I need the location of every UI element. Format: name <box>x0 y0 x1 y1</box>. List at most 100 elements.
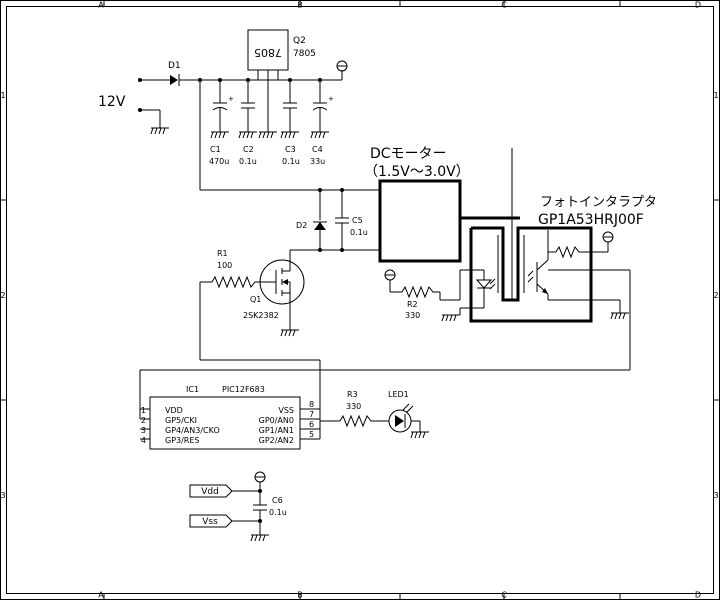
ic-pin4-num: 4 <box>141 436 146 445</box>
d1-ref: D1 <box>168 61 181 71</box>
c4-ref: C4 <box>312 145 323 154</box>
ground-symbol <box>410 431 429 439</box>
svg-text:+: + <box>228 95 234 103</box>
vcc-symbol <box>384 269 396 292</box>
ic-pin6-name: GP1/AN1 <box>259 426 294 435</box>
row-label-3-right: 3 <box>713 491 718 500</box>
motor-label-line2: （1.5V〜3.0V） <box>364 164 470 180</box>
capacitor-c6: C6 0.1u <box>250 496 287 542</box>
motor-label: DCモーター （1.5V〜3.0V） <box>364 146 470 180</box>
c1-value: 470u <box>209 157 229 166</box>
ic-pin2-name: GP5/CKI <box>165 416 197 425</box>
capacitor-c5: C5 0.1u <box>335 190 368 250</box>
ic-pin6-num: 6 <box>309 420 314 429</box>
photo-interrupter-body <box>469 226 593 323</box>
photo-interrupter-label: フォトインタラプタ GP1A53HRJ00F <box>538 195 657 228</box>
ground-symbol <box>258 131 277 139</box>
ground-symbol <box>238 131 257 139</box>
ic-pic12f683: IC1 PIC12F683 1 2 3 4 VDD GP5/CKI GP4/AN… <box>140 385 320 450</box>
col-label-b-bottom: B <box>297 591 303 600</box>
diode-d2: D2 <box>296 190 327 250</box>
r2-ref: R2 <box>407 300 418 309</box>
ic-pin7-num: 7 <box>309 410 314 419</box>
photo-label-line2: GP1A53HRJ00F <box>538 212 644 228</box>
power-ports: Vdd Vss <box>189 484 260 528</box>
ic-pin4-name: GP3/RES <box>165 436 200 445</box>
c6-value: 0.1u <box>269 508 287 517</box>
resistor-r2: R2 330 <box>384 269 450 320</box>
q2-ref: Q2 <box>293 36 306 46</box>
ground-symbol <box>310 131 329 139</box>
vcc-symbol <box>254 471 266 505</box>
row-label-3: 3 <box>0 491 5 500</box>
c3-value: 0.1u <box>282 157 300 166</box>
col-label-a-bottom: A <box>98 591 104 600</box>
q1-ref: Q1 <box>250 295 261 304</box>
col-label-d-bottom: D <box>695 591 701 600</box>
capacitor-c2: C2 0.1u <box>238 80 257 166</box>
q2-marking: 7805 <box>254 46 282 59</box>
r2-value: 330 <box>405 311 420 320</box>
col-label-d: D <box>695 1 701 10</box>
capacitor-c4: + C4 33u <box>310 80 334 166</box>
ic-pin5-num: 5 <box>309 430 314 439</box>
r3-ref: R3 <box>347 390 358 399</box>
capacitor-c1: + C1 470u <box>209 80 234 166</box>
c4-value: 33u <box>310 157 325 166</box>
ic-part: PIC12F683 <box>222 385 265 394</box>
ic-pin7-name: GP0/AN0 <box>259 416 294 425</box>
vcc-symbol <box>602 231 614 252</box>
c5-ref: C5 <box>352 216 363 225</box>
col-label-a: A <box>98 1 104 10</box>
regulator-q2: 7805 Q2 7805 <box>247 29 316 139</box>
resistor-r1: R1 100 <box>199 249 260 360</box>
ic-ref: IC1 <box>186 385 199 394</box>
ic-pin3-name: GP4/AN3/CKO <box>165 426 220 435</box>
row-label-1: 1 <box>0 91 5 100</box>
ic-pin2-num: 2 <box>141 416 146 425</box>
ground-symbol <box>150 127 169 135</box>
ic-right-pins: 8 7 6 5 VSS GP0/AN0 GP1/AN1 GP2/AN2 <box>259 400 320 445</box>
diode-d1: D1 <box>168 61 310 86</box>
ic-pin8-name: VSS <box>278 406 294 415</box>
mosfet-q1: Q1 2SK2382 <box>243 250 305 337</box>
c6-ref: C6 <box>272 496 283 505</box>
vcc-symbol <box>336 60 348 80</box>
ground-symbol <box>250 534 269 542</box>
col-label-c: C <box>501 1 507 10</box>
phototransistor <box>527 230 630 301</box>
supply-label: 12V <box>98 94 126 110</box>
motor-label-line1: DCモーター <box>370 146 447 162</box>
col-label-b: B <box>297 1 303 10</box>
c2-ref: C2 <box>243 145 254 154</box>
resistor-r3: R3 330 <box>320 390 385 428</box>
c3-ref: C3 <box>285 145 296 154</box>
ground-symbol <box>210 131 229 139</box>
ic-pin1-num: 1 <box>141 406 146 415</box>
row-label-2-right: 2 <box>713 291 718 300</box>
ic-left-pins: 1 2 3 4 VDD GP5/CKI GP4/AN3/CKO GP3/RES <box>140 406 220 445</box>
photo-label-line1: フォトインタラプタ <box>540 195 657 210</box>
row-label-1-right: 1 <box>713 91 718 100</box>
led1-ref: LED1 <box>388 390 409 399</box>
photo-led <box>441 269 496 322</box>
c1-ref: C1 <box>210 145 221 154</box>
c5-value: 0.1u <box>350 228 368 237</box>
q1-value: 2SK2382 <box>243 311 279 320</box>
row-label-2: 2 <box>0 291 5 300</box>
ic-pin3-num: 3 <box>141 426 146 435</box>
q2-value: 7805 <box>293 49 316 59</box>
motor-box <box>378 179 462 263</box>
c2-value: 0.1u <box>239 157 257 166</box>
ground-symbol <box>441 314 460 322</box>
ground-symbol <box>610 299 629 320</box>
port-vdd-label: Vdd <box>201 487 219 497</box>
r1-ref: R1 <box>217 249 228 258</box>
ground-symbol <box>280 131 299 139</box>
r1-value: 100 <box>217 261 232 270</box>
supply-input: 12V <box>98 78 170 135</box>
ic-pin8-num: 8 <box>309 400 314 409</box>
ic-pin5-name: GP2/AN2 <box>259 436 294 445</box>
svg-text:+: + <box>328 95 334 103</box>
